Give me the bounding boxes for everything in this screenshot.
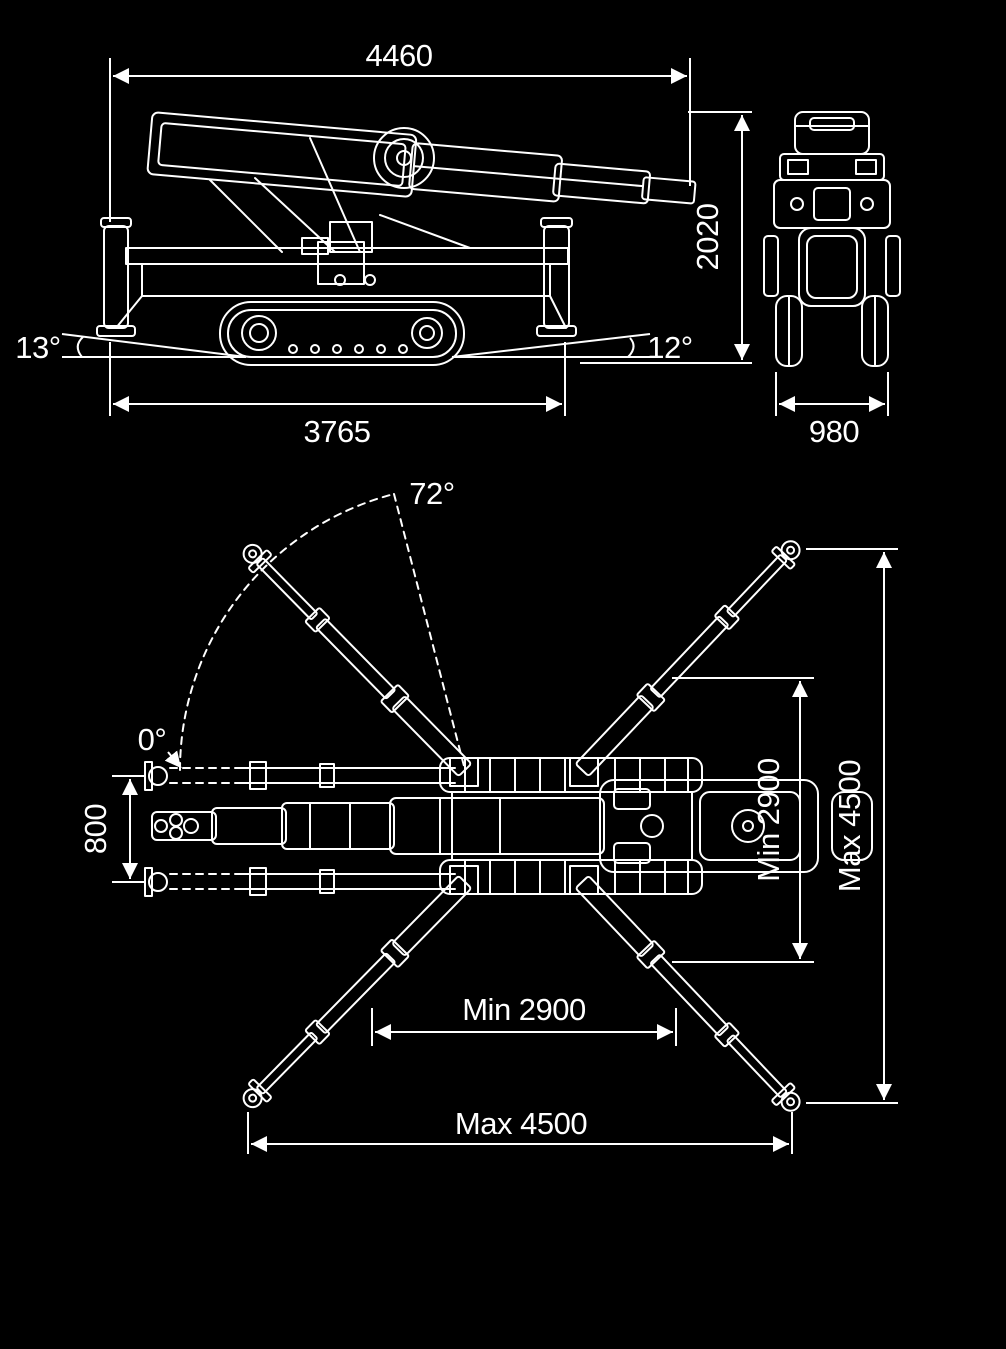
dim-track-length: 3765 [109,342,566,449]
crawler-track-side [219,301,465,366]
outrigger-swing-arc [179,493,466,771]
track-length-label: 3765 [304,414,371,449]
dim-span-min-horizontal: Min 2900 [371,992,677,1046]
dim-track-gauge: 800 [78,775,146,883]
span-min-horizontal-label: Min 2900 [462,992,586,1027]
boom-plan [151,797,605,855]
dim-angle-right: 12° [451,330,693,365]
outrigger-bottom-left [236,871,476,1115]
outrigger-bottom-right [571,872,808,1119]
center-frame [451,791,693,861]
boom-linkage [209,137,471,255]
overall-height-label: 2020 [690,203,725,270]
dim-span-max-horizontal: Max 4500 [247,1106,793,1154]
dim-overall-height: 2020 [580,111,752,364]
winch-pulley [373,127,435,189]
track-gauge-label: 800 [78,804,113,854]
dim-overall-length: 4460 [109,38,691,222]
outrigger-top-right [571,533,808,780]
outrigger-pivots [449,757,599,895]
dim-swing-angle-min: 0° [138,722,182,769]
overall-width-label: 980 [809,414,859,449]
plan-view-drawing [144,493,873,1119]
angle-right-label: 12° [647,330,692,365]
span-max-horizontal-label: Max 4500 [455,1106,587,1141]
swing-angle-max-label: 72° [409,476,454,511]
swing-angle-min-label: 0° [138,722,167,757]
boom-stowed [146,111,697,205]
outrigger-zero-position [144,761,456,897]
dim-span-max-vertical: Max 4500 [806,548,898,1104]
angle-left-label: 13° [15,330,60,365]
span-min-vertical-label: Min 2900 [751,758,786,882]
dim-swing-angle-max: 72° [409,476,455,511]
dim-angle-left: 13° [15,330,247,365]
outrigger-post-right [536,217,577,337]
dim-span-min-vertical: Min 2900 [672,677,814,963]
span-max-vertical-label: Max 4500 [832,760,867,892]
turret-plan [599,779,873,873]
end-view-drawing [763,111,901,367]
outrigger-top-left [236,537,476,781]
outrigger-post-left [96,217,136,337]
dim-overall-width: 980 [775,372,889,449]
overall-length-label: 4460 [366,38,433,73]
side-view-drawing [96,111,697,366]
chassis [115,241,569,329]
